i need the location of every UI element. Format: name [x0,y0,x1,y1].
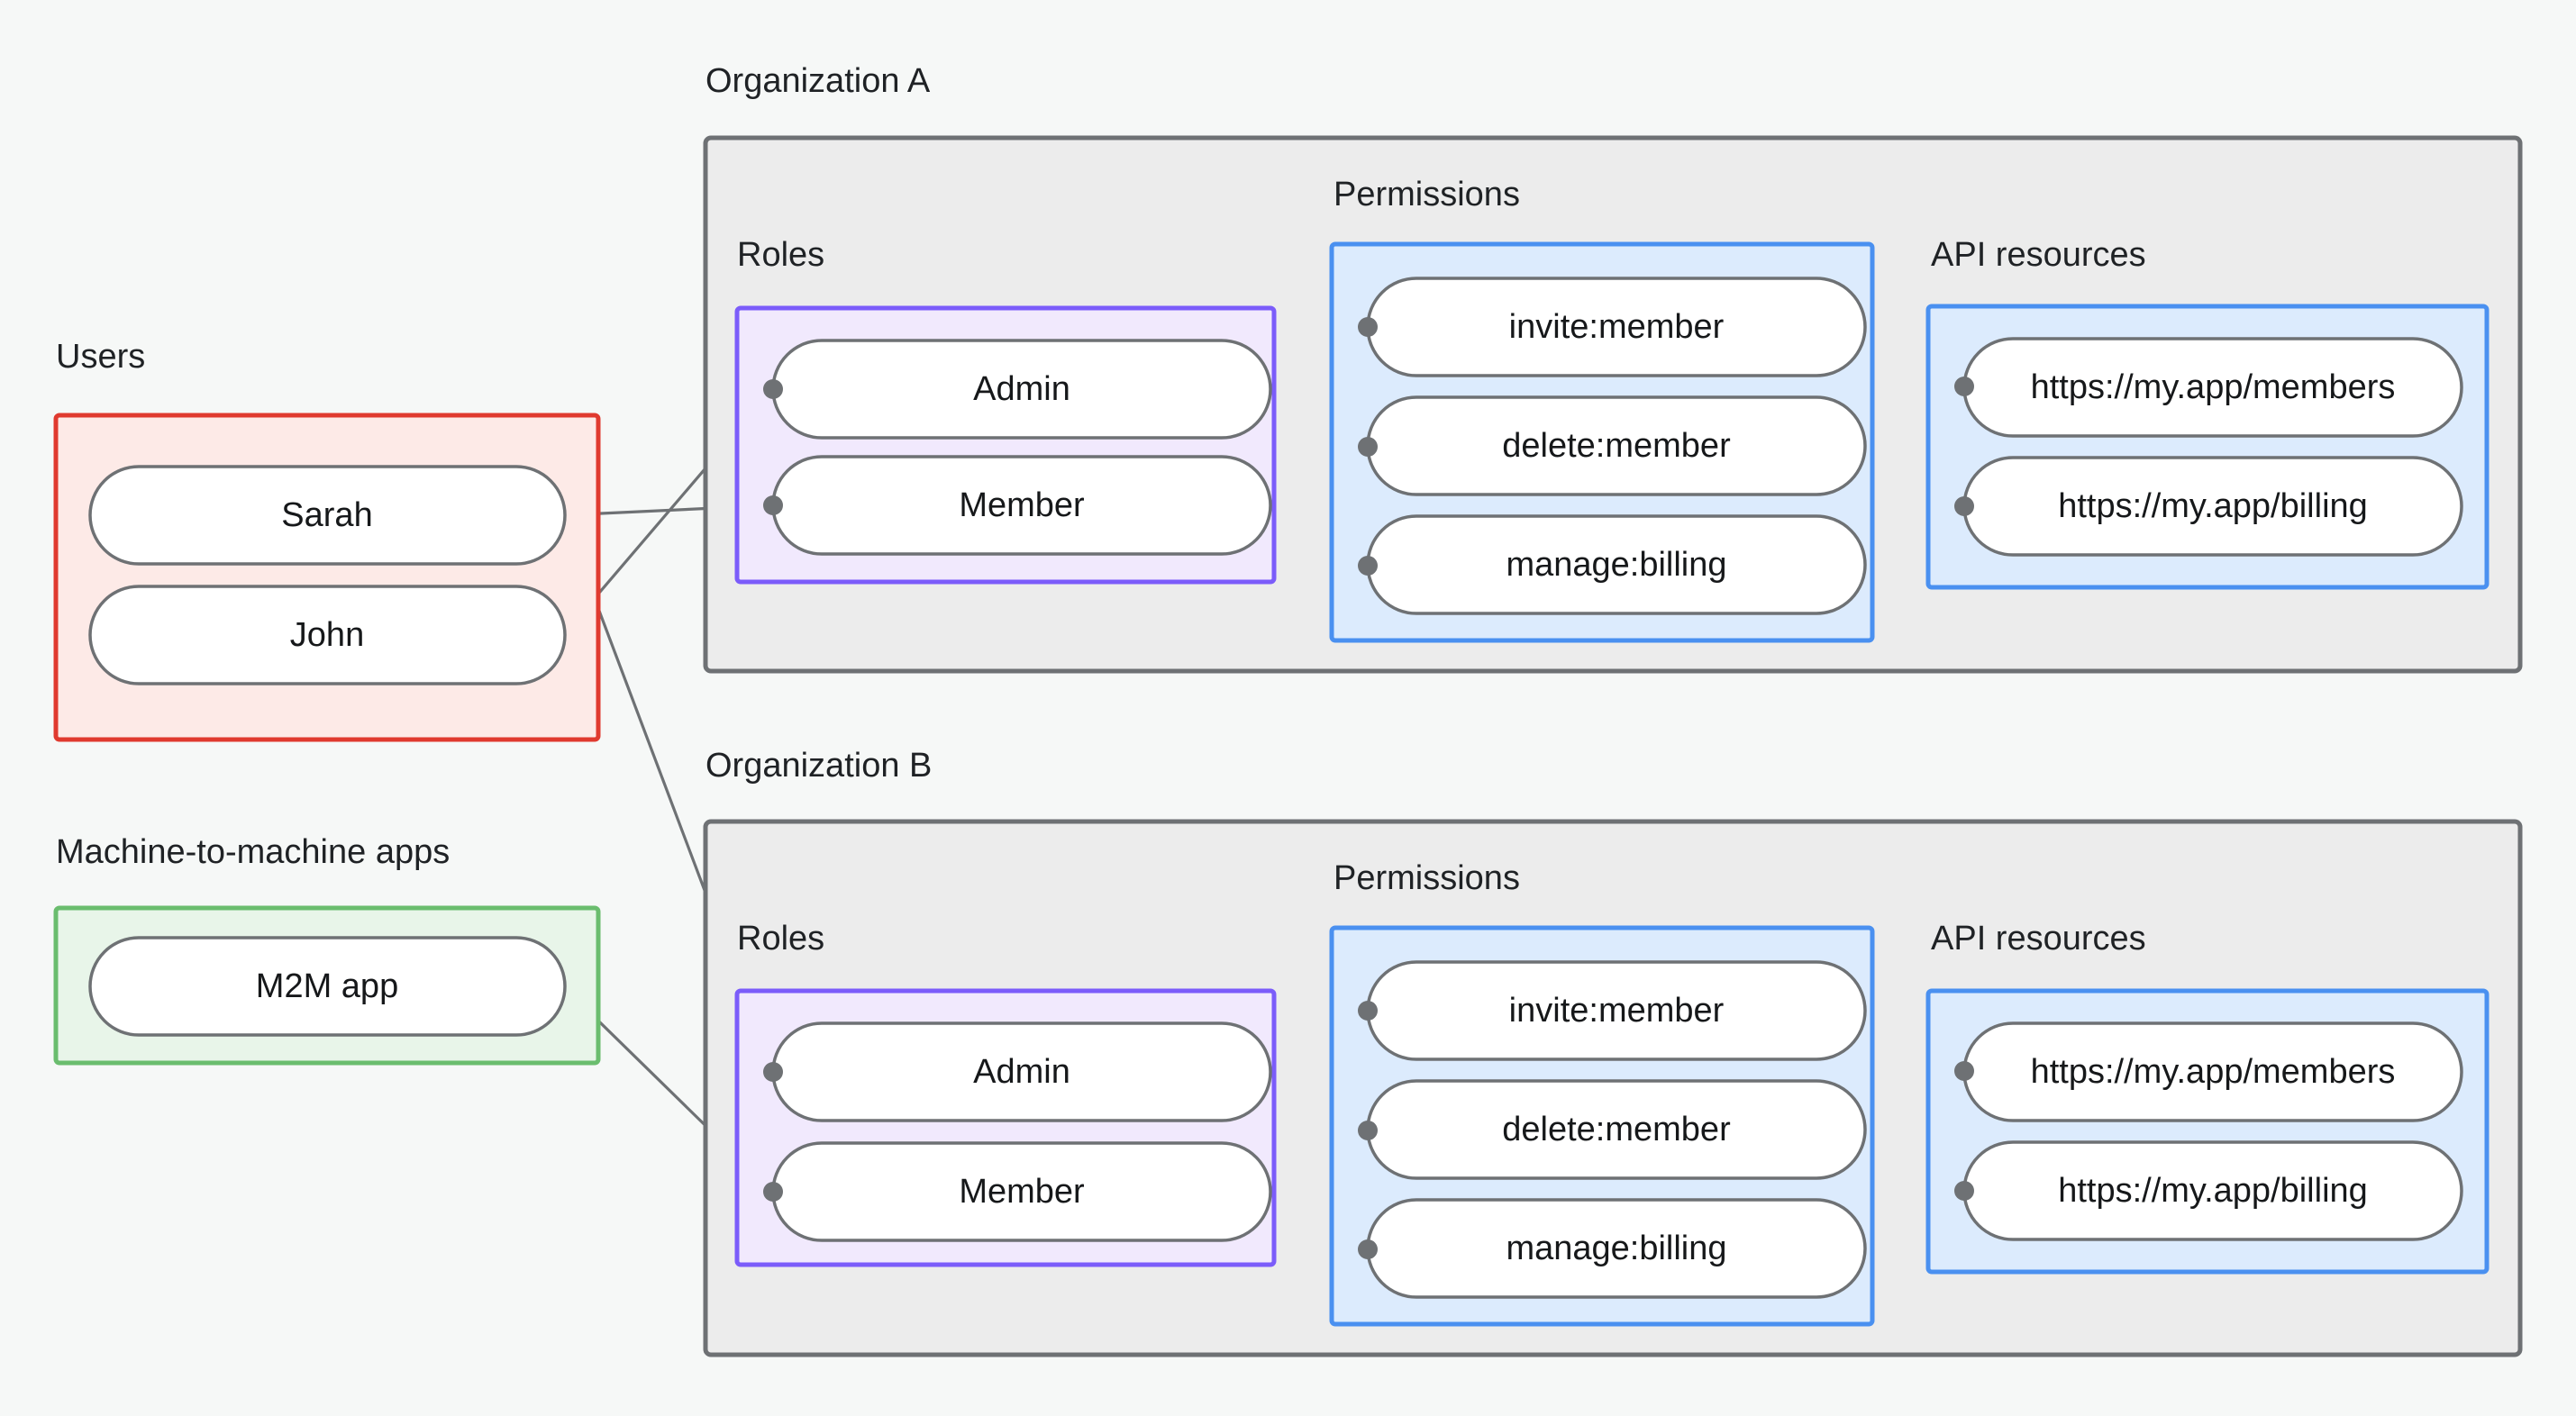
dot-orgA-manage-left [1358,556,1378,576]
org-a-resource-billing[interactable]: https://my.app/billing [1962,456,2463,557]
org-a-resources-title: API resources [1931,236,2146,274]
org-b-role-admin[interactable]: Admin [771,1021,1272,1122]
org-a-permission-manage-billing[interactable]: manage:billing [1366,514,1867,615]
org-b-roles-title: Roles [737,920,824,958]
org-a-permission-invite-member[interactable]: invite:member [1366,277,1867,377]
user-sarah-label: Sarah [281,496,372,534]
org-a-role-admin[interactable]: Admin [771,339,1272,440]
org-b-resources-title: API resources [1931,920,2146,958]
org-a-permission-invite-member-label: invite:member [1509,308,1725,346]
org-b-permission-manage-billing-label: manage:billing [1506,1230,1726,1267]
org-a-title: Organization A [705,62,931,100]
org-b-permission-invite-member-label: invite:member [1509,992,1725,1030]
users-title: Users [56,338,145,376]
user-john[interactable]: John [88,585,567,685]
dot-orgB-invite-left [1358,1001,1378,1021]
org-b-role-member[interactable]: Member [771,1141,1272,1242]
org-b-role-member-label: Member [959,1173,1085,1211]
edge-endpoint-dots [763,317,1974,1259]
org-a-permission-delete-member[interactable]: delete:member [1366,395,1867,496]
dot-orgB-delete-left [1358,1121,1378,1140]
org-b-resource-members-label: https://my.app/members [2031,1053,2396,1091]
org-a-role-member-label: Member [959,486,1085,524]
org-b-resource-billing[interactable]: https://my.app/billing [1962,1140,2463,1241]
org-a-role-member[interactable]: Member [771,455,1272,556]
org-b-role-admin-label: Admin [973,1053,1070,1091]
dot-orgB-member-left [763,1182,783,1202]
org-b-permission-delete-member[interactable]: delete:member [1366,1079,1867,1180]
org-b-resource-billing-label: https://my.app/billing [2058,1172,2368,1210]
org-b-permissions-title: Permissions [1334,859,1520,897]
dot-orgA-delete-left [1358,437,1378,457]
org-a-permission-manage-billing-label: manage:billing [1506,546,1726,584]
dot-orgA-members-left [1954,377,1974,396]
org-a-resource-members[interactable]: https://my.app/members [1962,337,2463,438]
org-b-resource-members[interactable]: https://my.app/members [1962,1021,2463,1122]
org-a-roles-title: Roles [737,236,824,274]
user-sarah[interactable]: Sarah [88,465,567,566]
org-b-permission-delete-member-label: delete:member [1502,1111,1731,1148]
dot-orgB-members-left [1954,1061,1974,1081]
users-group [53,413,601,742]
org-b-permission-invite-member[interactable]: invite:member [1366,960,1867,1061]
org-a-permissions-title: Permissions [1334,176,1520,213]
dot-orgA-member-left [763,495,783,515]
org-b-title: Organization B [705,747,932,785]
m2m-app-label: M2M app [256,967,398,1005]
m2m-app[interactable]: M2M app [88,936,567,1037]
dot-orgB-admin-left [763,1062,783,1082]
dot-orgB-billing-left [1954,1181,1974,1201]
org-a-resource-members-label: https://my.app/members [2031,368,2396,406]
dot-orgB-manage-left [1358,1239,1378,1259]
org-a-permission-delete-member-label: delete:member [1502,427,1731,465]
user-john-label: John [290,616,364,654]
org-a-resource-billing-label: https://my.app/billing [2058,487,2368,525]
org-a-role-admin-label: Admin [973,370,1070,408]
org-b-permission-manage-billing[interactable]: manage:billing [1366,1198,1867,1299]
m2m-title: Machine-to-machine apps [56,833,450,871]
dot-orgA-admin-left [763,379,783,399]
dot-orgA-billing-left [1954,496,1974,516]
dot-orgA-invite-left [1358,317,1378,337]
